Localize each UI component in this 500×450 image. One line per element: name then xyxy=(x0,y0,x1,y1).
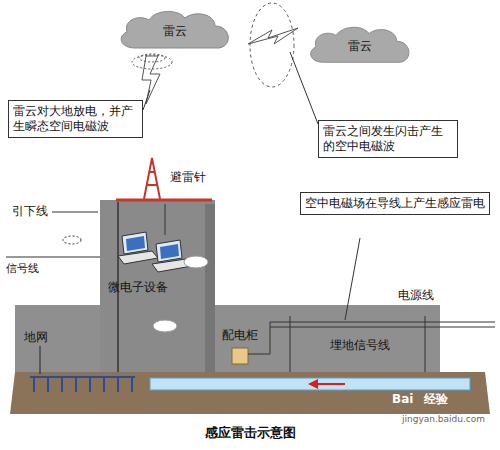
node-text: 雷云 xyxy=(348,39,372,54)
screen xyxy=(160,244,179,259)
grid-stake xyxy=(117,377,119,392)
rod-bar xyxy=(149,171,155,173)
part-label: 微电子设备 xyxy=(108,280,168,294)
part-label: 地网 xyxy=(24,330,48,344)
grid-stake xyxy=(75,377,77,392)
building-tower xyxy=(100,200,215,372)
callout-box: 雷云之间发生闪击产生的空中电磁波 xyxy=(318,120,458,158)
power-line xyxy=(248,316,495,372)
ground-soil xyxy=(10,372,490,414)
grid-stake xyxy=(33,377,35,392)
cloud-outline xyxy=(121,11,228,48)
pole xyxy=(425,316,426,372)
figure-caption: 感应雷击示意图 xyxy=(0,424,500,442)
cloud-outline xyxy=(311,27,409,62)
part-label: 配电柜 xyxy=(222,328,258,342)
callout-box: 雷云对大地放电，并产生瞬态空间电磁波 xyxy=(8,100,143,138)
signal-wire xyxy=(6,257,100,258)
watermark: Bai xyxy=(392,392,413,406)
rod-frame xyxy=(144,158,160,199)
leader-line xyxy=(40,346,41,374)
power-wire xyxy=(270,327,495,328)
leader-line xyxy=(52,212,98,213)
part-label: 避雷针 xyxy=(170,170,206,184)
node-text: 雷云之间发生闪击产生的空中电磁波 xyxy=(323,124,453,154)
grid-bar xyxy=(30,376,135,378)
watermark: jingyan.baidu.com xyxy=(402,414,485,425)
computer-icon xyxy=(118,232,192,272)
building-annex xyxy=(15,305,440,372)
part-label: 埋地信号线 xyxy=(330,338,390,352)
em-wave xyxy=(63,236,81,244)
part-label: 信号线 xyxy=(6,262,39,275)
lightning-bolt xyxy=(248,28,298,44)
lightning-bolt xyxy=(142,56,160,104)
monitor xyxy=(122,232,148,254)
keyboard xyxy=(118,251,158,264)
em-wave xyxy=(250,3,294,87)
leader-line xyxy=(345,238,360,320)
em-wave xyxy=(139,54,165,62)
screen xyxy=(126,236,145,251)
grid-stake xyxy=(61,377,63,392)
part-label: 电源线 xyxy=(398,288,434,302)
current-arrow xyxy=(316,383,345,385)
em-cloud xyxy=(153,320,177,332)
roof-edge xyxy=(116,199,212,202)
thunder-cloud: 雷云 xyxy=(305,24,415,68)
tower-side xyxy=(205,204,215,372)
buried-pipe xyxy=(150,378,470,390)
em-cloud xyxy=(184,256,208,268)
current-arrowhead xyxy=(308,379,318,389)
leader-line xyxy=(290,52,318,124)
node-text: 雷云对大地放电，并产生瞬态空间电磁波 xyxy=(13,104,138,134)
ground-grid xyxy=(30,377,135,392)
part-label: 引下线 xyxy=(12,204,48,218)
grid-stake xyxy=(89,377,91,392)
grid-stake xyxy=(47,377,49,392)
monitor xyxy=(156,240,182,262)
pole xyxy=(290,316,291,372)
lightning-rod xyxy=(144,158,160,199)
leader-line xyxy=(143,90,150,110)
grid-stake xyxy=(131,377,133,392)
thunder-cloud: 雷云 xyxy=(115,8,235,54)
watermark: 经验 xyxy=(424,392,448,406)
grid-stake xyxy=(103,377,105,392)
rod-bar xyxy=(147,184,157,186)
distribution-cabinet xyxy=(232,348,248,364)
rod-lead xyxy=(165,204,166,235)
em-wave xyxy=(132,55,172,69)
callout-box: 空中电磁场在导线上产生感应雷电 xyxy=(300,192,490,215)
power-wire xyxy=(248,322,495,354)
node-text: 空中电磁场在导线上产生感应雷电 xyxy=(305,196,485,211)
node-text: 雷云 xyxy=(163,24,187,39)
